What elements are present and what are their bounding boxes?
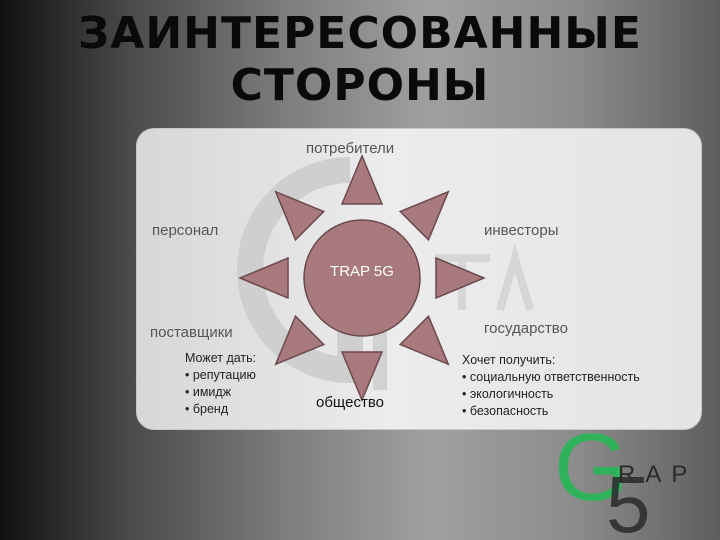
can-give-item: бренд [185, 401, 256, 418]
logo-five: 5 [606, 460, 651, 534]
logo-rap: RAP [618, 461, 697, 488]
center-label: TRAP 5G [330, 263, 394, 280]
label-suppliers: поставщики [150, 324, 233, 341]
label-consumers: потребители [306, 140, 395, 157]
ray-bottom [340, 351, 384, 402]
can-give-list: Может дать: репутацию имидж бренд [185, 350, 256, 418]
label-staff: персонал [152, 222, 219, 239]
label-government: государство [484, 320, 568, 337]
label-investors: инвесторы [484, 222, 559, 239]
ray-bottom-right [398, 314, 450, 366]
ray-left [238, 256, 289, 300]
page-title: ЗАИНТЕРЕСОВАННЫЕ СТОРОНЫ [0, 8, 720, 112]
can-give-item: имидж [185, 384, 256, 401]
g5-rap-logo: G 5 RAP [554, 418, 697, 534]
logo-g: G [554, 418, 629, 521]
ray-right [435, 256, 486, 300]
sun-center [303, 219, 421, 337]
ray-top-right [398, 190, 450, 242]
ray-bottom-left [274, 314, 326, 366]
can-give-item: репутацию [185, 367, 256, 384]
label-society: общество [316, 394, 384, 411]
ray-top-left [274, 190, 326, 242]
ray-top [340, 154, 384, 205]
can-give-heading: Может дать: [185, 351, 257, 365]
wants-to-get-item: экологичность [462, 386, 640, 403]
wants-to-get-item: социальную ответственность [462, 369, 640, 386]
wants-to-get-item: безопасность [462, 403, 640, 420]
sun-rays [238, 154, 486, 402]
wants-to-get-list: Хочет получить: социальную ответственнос… [462, 352, 640, 420]
title-line-2: СТОРОНЫ [230, 60, 490, 111]
wants-to-get-heading: Хочет получить: [462, 353, 556, 367]
title-line-1: ЗАИНТЕРЕСОВАННЫЕ [78, 8, 642, 59]
